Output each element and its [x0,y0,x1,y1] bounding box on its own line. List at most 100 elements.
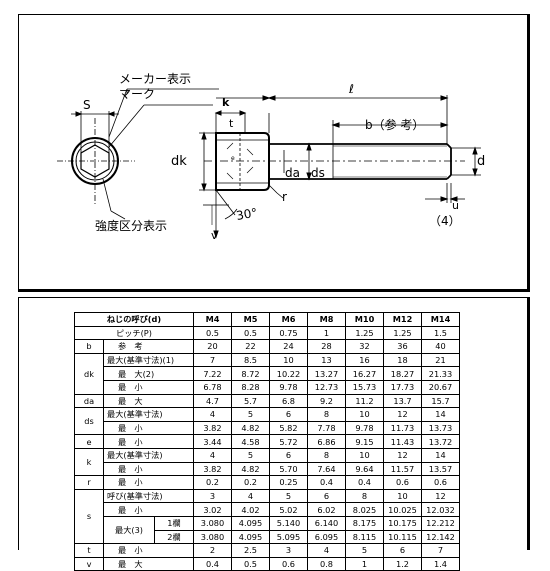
table-cell: 12 [421,488,460,504]
table-cell: 9.78 [345,420,384,436]
header-size: M14 [421,312,460,327]
table-cell: 10 [269,352,308,368]
dim-dk: dk [171,154,187,169]
row-label: 呼び(基準寸法) [103,488,194,504]
table-cell: 0.75 [269,325,308,341]
table-cell: 21.33 [421,366,460,381]
table-cell: 0.4 [345,475,384,490]
dim-l: ℓ [348,82,354,96]
row-group: ds [74,407,104,436]
table-cell: 0.4 [193,556,232,571]
end-view [57,88,219,220]
table-cell: 1.25 [383,325,422,341]
dim-s: S [83,98,91,112]
table-cell: 9.2 [307,393,346,409]
row-label: 最大(基準寸法)(1) [103,352,194,368]
table-cell: 2 [193,543,232,558]
table-cell: 13 [307,352,346,368]
table-cell: 10 [345,447,384,463]
table-cell: 13.57 [421,461,460,477]
table-cell: 2.5 [231,543,270,558]
table-cell: 1 [307,325,346,341]
table-cell: 4.82 [231,420,270,436]
table-cell: 6 [269,447,308,463]
table-cell: 9.64 [345,461,384,477]
table-cell: 18.27 [383,366,422,381]
row-label: 最 小 [103,379,194,395]
table-cell: 16.27 [345,366,384,381]
table-cell: 0.6 [421,475,460,490]
table-cell: 28 [307,339,346,354]
table-cell: 11.43 [383,434,422,449]
header-size: M4 [193,312,232,327]
table-cell: 0.5 [193,325,232,341]
table-cell: 4.58 [231,434,270,449]
row-group: da [74,393,104,409]
table-cell: 10.115 [383,529,422,545]
table-cell: 1.2 [383,556,422,571]
table-cell: 14 [421,447,460,463]
dim-u: u [452,199,459,212]
table-cell: 10 [383,488,422,504]
table-cell: 5.70 [269,461,308,477]
dim-angle: 30° [235,205,258,222]
strength-class-label: 強度区分表示 [95,218,167,233]
table-cell: 12.212 [421,515,460,531]
table-cell: 16 [345,352,384,368]
table-cell: 8 [345,488,384,504]
table-cell: 5 [269,488,308,504]
table-cell: 8.72 [231,366,270,381]
table-cell: 10 [345,407,384,422]
table-cell: 8.025 [345,502,384,517]
table-cell: 7.22 [193,366,232,381]
table-cell: 6.095 [307,529,346,545]
table-cell: 4 [193,407,232,422]
row-label: 最 小 [103,502,194,517]
table-cell: 12.032 [421,502,460,517]
row-label: 最 小 [103,420,194,436]
table-cell: 6.78 [193,379,232,395]
table-cell: 14 [421,407,460,422]
table-cell: 17.73 [383,379,422,395]
table-cell: 20 [193,339,232,354]
drawing-panel: S メーカー表示 マーク 強度区分表示 [18,14,530,292]
table-cell: 13.27 [307,366,346,381]
table-cell: 0.2 [193,475,232,490]
table-cell: 13.7 [383,393,422,409]
header-size: M5 [231,312,270,327]
table-cell: 4.095 [231,529,270,545]
table-cell: 8 [307,407,346,422]
row-label: ピッチ(P) [74,325,194,341]
table-cell: 7 [421,543,460,558]
maker-mark-label-line1: メーカー表示 [119,72,191,86]
table-cell: 4 [193,447,232,463]
row-label: 最大(基準寸法) [103,447,194,463]
row-group: k [74,447,104,477]
table-cell: 21 [421,352,460,368]
table-cell: 12 [383,447,422,463]
dim-ds: ds [311,166,325,180]
spec-table: ねじの呼び(d) M4 M5 M6 M8 M10 M12 M14 ピッチ(P)0… [74,312,460,571]
table-cell: 5 [231,447,270,463]
table-cell: 0.25 [269,475,308,490]
row-sublabel: 2欄 [154,529,194,545]
table-cell: 6 [307,488,346,504]
table-cell: 1.4 [421,556,460,571]
table-cell: 5.82 [269,420,308,436]
table-cell: 6.02 [307,502,346,517]
row-label: 最大(3) [103,515,155,545]
table-cell: 5 [345,543,384,558]
row-group: s [74,488,104,545]
table-cell: 8 [307,447,346,463]
table-cell: 3 [269,543,308,558]
header-size: M10 [345,312,384,327]
table-cell: 22 [231,339,270,354]
table-cell: 10.175 [383,515,422,531]
